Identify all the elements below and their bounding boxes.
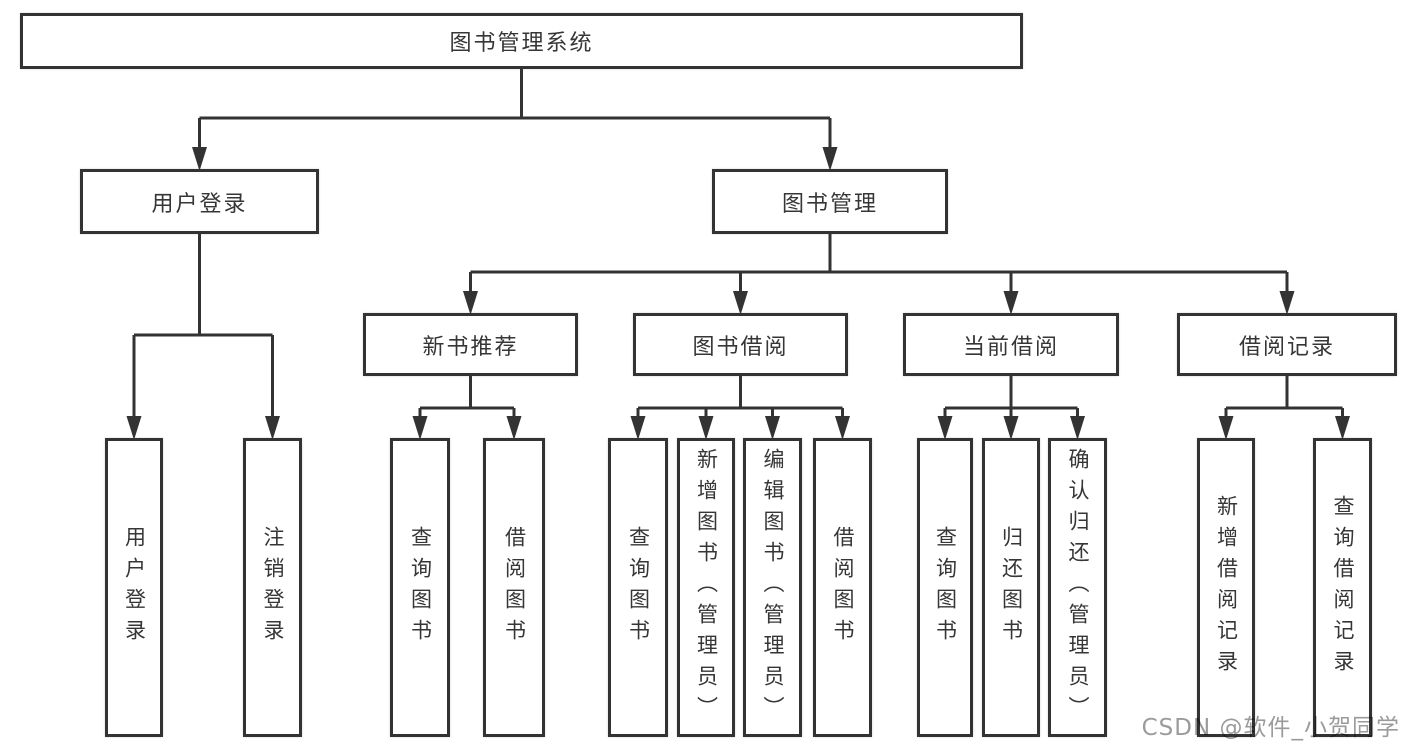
node-label: 图书借阅 (692, 334, 789, 360)
node-label: 图书管理系统 (449, 31, 594, 56)
edge-new-book-recommend (418, 376, 516, 422)
node-label: 查询借阅记录 (1331, 494, 1355, 681)
arrowhead-icon (1003, 416, 1019, 440)
node-user-login: 用户登录 (105, 438, 163, 737)
node-query-borrow-record: 查询借阅记录 (1313, 438, 1372, 737)
arrowhead-icon (126, 416, 142, 440)
arrowhead-icon (265, 416, 280, 440)
node-label: 图书管理 (781, 191, 878, 217)
arrowhead-icon (835, 416, 850, 440)
node-current-borrow: 当前借阅 (903, 313, 1119, 376)
node-query-book-borrow: 查询图书 (608, 438, 668, 737)
node-book-management: 图书管理 (712, 169, 948, 234)
node-logout: 注销登录 (243, 438, 302, 737)
arrowhead-icon (506, 416, 522, 440)
node-confirm-return-admin: 确认归还（管理员） (1048, 438, 1107, 737)
edge-user-login-group (132, 234, 274, 422)
arrowhead-icon (1335, 416, 1350, 440)
node-label: 用户登录 (122, 525, 147, 650)
node-query-book-current: 查询图书 (917, 438, 973, 737)
node-label: 借阅记录 (1238, 334, 1335, 360)
node-new-book-recommend: 新书推荐 (363, 313, 578, 376)
edge-current-borrow (943, 376, 1079, 422)
node-add-borrow-record: 新增借阅记录 (1197, 438, 1255, 737)
node-label: 新增借阅记录 (1214, 494, 1239, 681)
arrowhead-icon (192, 147, 207, 171)
node-label: 查询图书 (408, 525, 433, 650)
node-edit-book-admin: 编辑图书（管理员） (743, 438, 802, 737)
node-book-borrow: 图书借阅 (633, 313, 848, 376)
node-label: 借阅图书 (831, 525, 855, 650)
arrowhead-icon (1070, 416, 1085, 440)
node-label: 确认归还（管理员） (1066, 448, 1090, 727)
arrowhead-icon (412, 416, 428, 440)
arrowhead-icon (1279, 291, 1295, 315)
edge-borrow-records (1224, 376, 1344, 422)
node-query-book-recommend: 查询图书 (390, 438, 450, 737)
node-label: 当前借阅 (962, 334, 1059, 360)
node-label: 新书推荐 (422, 334, 519, 360)
arrowhead-icon (822, 147, 838, 171)
node-label: 查询图书 (626, 525, 651, 650)
arrowhead-icon (1218, 416, 1234, 440)
node-borrow-records: 借阅记录 (1177, 313, 1397, 376)
arrowhead-icon (765, 416, 780, 440)
node-borrow-book-recommend: 借阅图书 (483, 438, 545, 737)
node-label: 借阅图书 (502, 525, 527, 650)
arrowhead-icon (463, 291, 478, 315)
csdn-watermark: CSDN @软件_小贺同学 (1141, 715, 1400, 741)
edge-root (198, 69, 832, 153)
node-root: 图书管理系统 (20, 13, 1023, 69)
node-borrow-book-main: 借阅图书 (813, 438, 872, 737)
arrowhead-icon (630, 416, 646, 440)
edge-book-borrow (636, 376, 844, 422)
node-add-book-admin: 新增图书（管理员） (677, 438, 735, 737)
arrowhead-icon (698, 416, 714, 440)
node-label: 用户登录 (151, 191, 248, 217)
node-label: 编辑图书（管理员） (761, 448, 785, 727)
node-return-book: 归还图书 (982, 438, 1040, 737)
arrowhead-icon (733, 291, 748, 315)
arrowhead-icon (1003, 291, 1019, 315)
node-label: 查询图书 (933, 525, 958, 650)
arrowhead-icon (937, 416, 953, 440)
node-label: 归还图书 (999, 525, 1024, 650)
edge-book-management (469, 234, 1289, 297)
node-label: 注销登录 (261, 525, 285, 650)
node-label: 新增图书（管理员） (694, 448, 719, 727)
node-user-login-group: 用户登录 (80, 169, 319, 234)
